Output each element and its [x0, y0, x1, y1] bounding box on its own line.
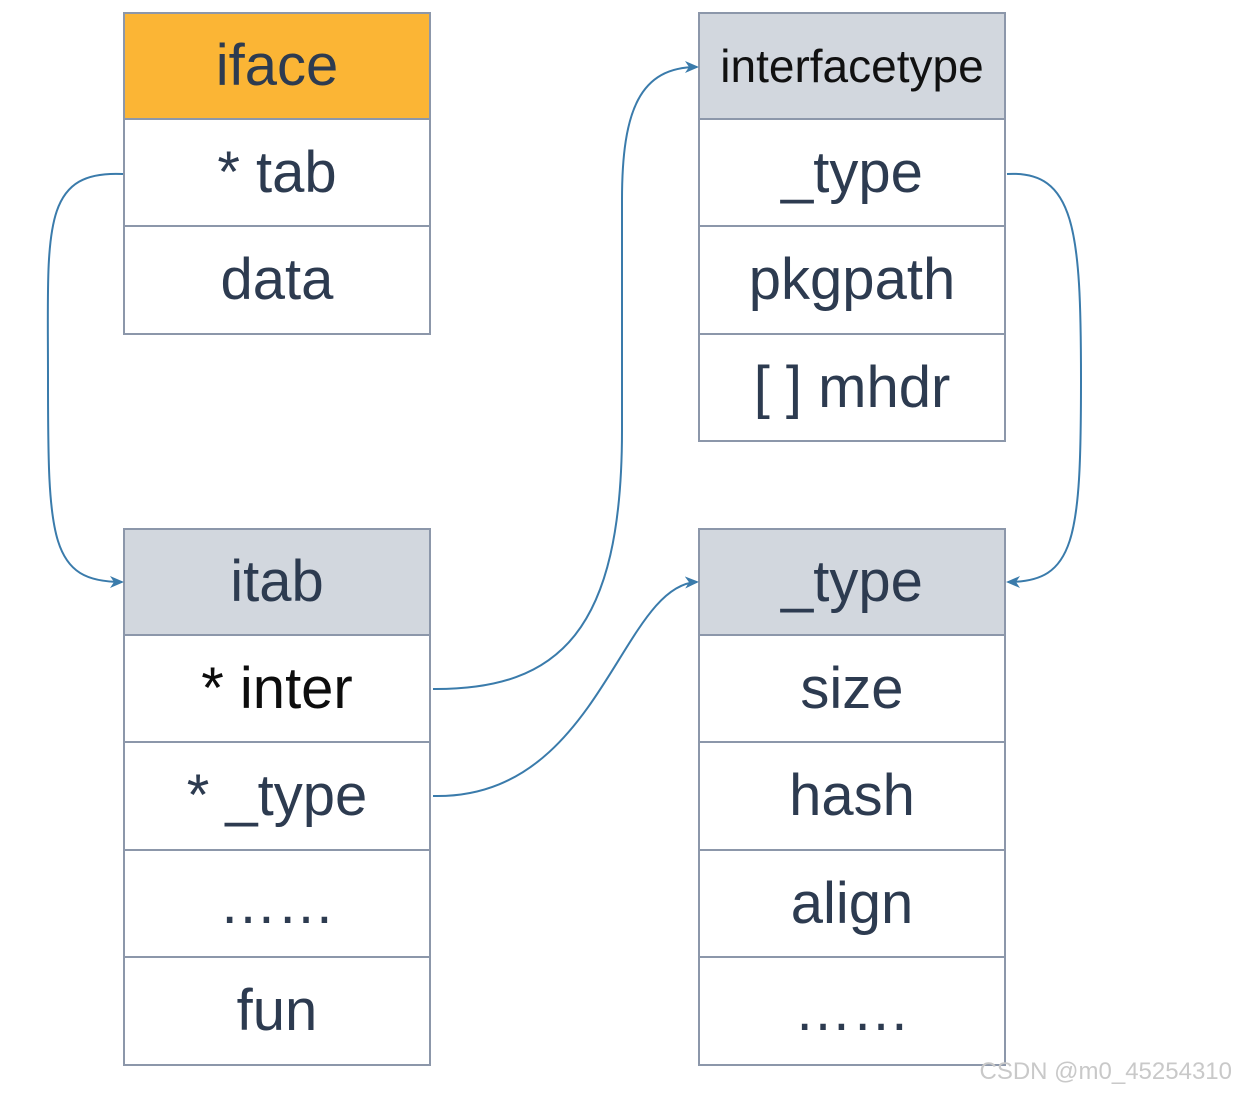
- watermark: CSDN @m0_45254310: [979, 1058, 1232, 1085]
- iface-header: iface: [123, 12, 431, 120]
- iface-field-data: data: [123, 227, 431, 335]
- type-field-hash: hash: [698, 743, 1006, 851]
- iface-field-tab: * tab: [123, 119, 431, 227]
- interfacetype-struct: interfacetype _type pkgpath [ ] mhdr: [698, 12, 1006, 442]
- itab-field-inter: * inter: [123, 635, 431, 743]
- interfacetype-field-pkgpath: pkgpath: [698, 227, 1006, 335]
- type-struct: _type size hash align ……: [698, 528, 1006, 1066]
- itab-field-ellipsis: ……: [123, 850, 431, 958]
- itab-header: itab: [123, 528, 431, 636]
- arrow-ifacetype-type-to-type: [1006, 172, 1083, 588]
- iface-struct: iface * tab data: [123, 12, 431, 335]
- type-header: _type: [698, 528, 1006, 636]
- type-field-ellipsis: ……: [698, 958, 1006, 1066]
- arrow-inter-to-interfacetype: [432, 61, 699, 691]
- type-field-size: size: [698, 635, 1006, 743]
- interfacetype-field-mhdr: [ ] mhdr: [698, 334, 1006, 442]
- itab-field-type: * _type: [123, 743, 431, 851]
- type-field-align: align: [698, 850, 1006, 958]
- itab-struct: itab * inter * _type …… fun: [123, 528, 431, 1066]
- interfacetype-field-type: _type: [698, 119, 1006, 227]
- arrow-itabtype-to-type: [432, 576, 699, 798]
- itab-field-fun: fun: [123, 958, 431, 1066]
- arrow-tab-to-itab: [46, 172, 124, 588]
- interfacetype-header: interfacetype: [698, 12, 1006, 120]
